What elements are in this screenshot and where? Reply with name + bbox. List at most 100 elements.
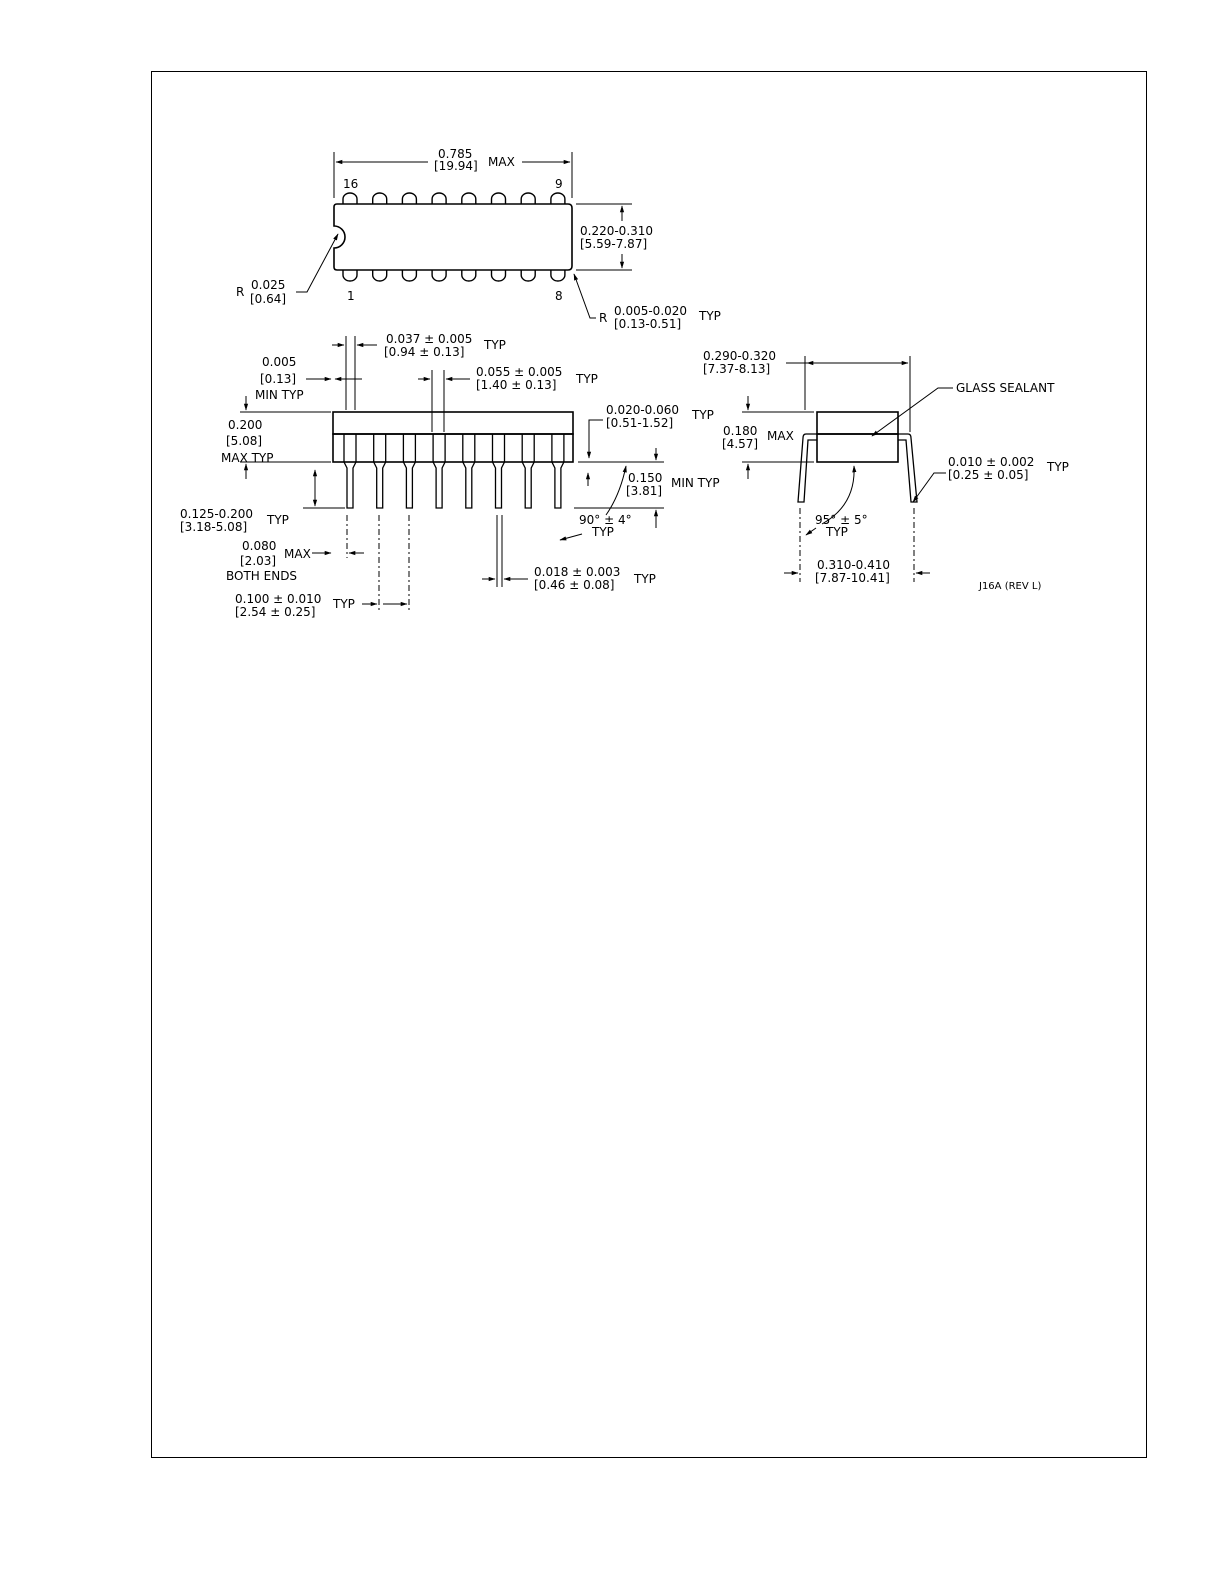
top-pin-lower <box>431 270 447 282</box>
end-view-base <box>816 433 899 463</box>
drawing-id: J16A (REV L) <box>978 581 1041 592</box>
top-length-suffix: MAX <box>488 155 515 169</box>
seat-mm: [0.51-1.52] <box>606 416 673 430</box>
end-view-right-lead <box>898 433 918 503</box>
body-lead-in: 0.125-0.200 <box>180 507 253 521</box>
top-pin-upper <box>520 192 536 204</box>
height-suffix: MAX TYP <box>221 451 274 465</box>
span-in: 0.310-0.410 <box>817 558 890 572</box>
side-lead <box>462 434 476 509</box>
side-view-lid <box>332 411 574 435</box>
pitch-mm: [2.54 ± 0.25] <box>235 605 315 619</box>
top-pin-upper <box>431 192 447 204</box>
side-lead <box>432 434 446 509</box>
top-pin-lower <box>520 270 536 282</box>
top-width-in: 0.220-0.310 <box>580 224 653 238</box>
end-mm: [2.03] <box>240 554 276 568</box>
side-lead <box>373 434 387 509</box>
side-view-base <box>332 433 574 463</box>
end-view-lid <box>816 411 899 435</box>
lead-upper-suffix: TYP <box>575 372 598 386</box>
lead-len-in: 0.150 <box>628 471 662 485</box>
lead-upper-mm: [1.40 ± 0.13] <box>476 378 556 392</box>
top-pins <box>342 192 566 282</box>
body-lead-mm: [3.18-5.08] <box>180 520 247 534</box>
side-lead <box>491 434 506 509</box>
pin-number-16: 16 <box>343 177 358 191</box>
end-width-mm: [7.37-8.13] <box>703 362 770 376</box>
notch-in: 0.025 <box>251 278 285 292</box>
side-lead <box>551 434 565 509</box>
min-suffix: MIN TYP <box>255 388 304 402</box>
end-suffix: MAX <box>284 547 311 561</box>
pin-number-9: 9 <box>555 177 563 191</box>
top-pin-upper <box>490 192 507 204</box>
pin-angle-suffix: TYP <box>591 525 614 539</box>
drawing-frame <box>151 71 1147 1458</box>
top-pin-upper <box>372 192 388 204</box>
top-length-in: 0.785 <box>438 147 472 161</box>
pin-number-1: 1 <box>347 289 355 303</box>
end-view <box>742 356 953 582</box>
side-lead <box>343 434 357 509</box>
top-pin-lower <box>461 270 477 282</box>
end-height-suffix: MAX <box>767 429 794 443</box>
notch-prefix: R <box>236 285 244 299</box>
corner-mm: [0.13-0.51] <box>614 317 681 331</box>
top-width-mm: [5.59-7.87] <box>580 237 647 251</box>
lead-t-mm: [0.25 ± 0.05] <box>948 468 1028 482</box>
top-view-labels: 0.785 [19.94] MAX 16 9 1 8 0.220-0.310 [… <box>236 147 721 331</box>
min-in: 0.005 <box>262 355 296 369</box>
end-view-labels: 0.290-0.320 [7.37-8.13] GLASS SEALANT 0.… <box>703 349 1069 592</box>
end-angle-suffix: TYP <box>825 525 848 539</box>
top-view-body <box>333 203 573 271</box>
height-mm: [5.08] <box>226 434 262 448</box>
seat-suffix: TYP <box>691 408 714 422</box>
notch-mm: [0.64] <box>250 292 286 306</box>
side-view-labels: 0.037 ± 0.005 [0.94 ± 0.13] TYP 0.005 [0… <box>180 332 720 619</box>
shoulder-in: 0.037 ± 0.005 <box>386 332 472 346</box>
side-view <box>240 336 664 610</box>
top-pin-lower <box>372 270 388 282</box>
top-pin-upper <box>550 192 566 204</box>
pin-angle: 90° ± 4° <box>579 513 632 527</box>
end-height-mm: [4.57] <box>722 437 758 451</box>
body-lead-suffix: TYP <box>266 513 289 527</box>
min-mm: [0.13] <box>260 372 296 386</box>
top-length-mm: [19.94] <box>434 159 478 173</box>
top-pin-upper <box>401 192 418 204</box>
glass-sealant-label: GLASS SEALANT <box>956 381 1055 395</box>
top-pin-upper <box>342 192 358 204</box>
top-pin-lower <box>490 270 507 282</box>
end-in: 0.080 <box>242 539 276 553</box>
pitch-suffix: TYP <box>332 597 355 611</box>
shoulder-mm: [0.94 ± 0.13] <box>384 345 464 359</box>
seat-in: 0.020-0.060 <box>606 403 679 417</box>
pin-number-8: 8 <box>555 289 563 303</box>
corner-prefix: R <box>599 311 607 325</box>
span-mm: [7.87-10.41] <box>815 571 890 585</box>
corner-in: 0.005-0.020 <box>614 304 687 318</box>
side-leads <box>343 434 565 509</box>
end-height-in: 0.180 <box>723 424 757 438</box>
lead-t-suffix: TYP <box>1046 460 1069 474</box>
side-lead <box>402 434 417 509</box>
top-pin-lower <box>550 270 566 282</box>
lead-len-mm: [3.81] <box>626 484 662 498</box>
end-note: BOTH ENDS <box>226 569 297 583</box>
lead-w-in: 0.018 ± 0.003 <box>534 565 620 579</box>
pitch-in: 0.100 ± 0.010 <box>235 592 321 606</box>
top-pin-lower <box>401 270 418 282</box>
end-width-in: 0.290-0.320 <box>703 349 776 363</box>
side-lead <box>521 434 535 509</box>
end-view-left-lead <box>797 433 817 503</box>
lead-t-in: 0.010 ± 0.002 <box>948 455 1034 469</box>
end-angle: 95° ± 5° <box>815 513 868 527</box>
shoulder-suffix: TYP <box>483 338 506 352</box>
lead-len-suffix: MIN TYP <box>671 476 720 490</box>
lead-w-suffix: TYP <box>633 572 656 586</box>
lead-upper-in: 0.055 ± 0.005 <box>476 365 562 379</box>
corner-suffix: TYP <box>698 309 721 323</box>
height-in: 0.200 <box>228 418 262 432</box>
